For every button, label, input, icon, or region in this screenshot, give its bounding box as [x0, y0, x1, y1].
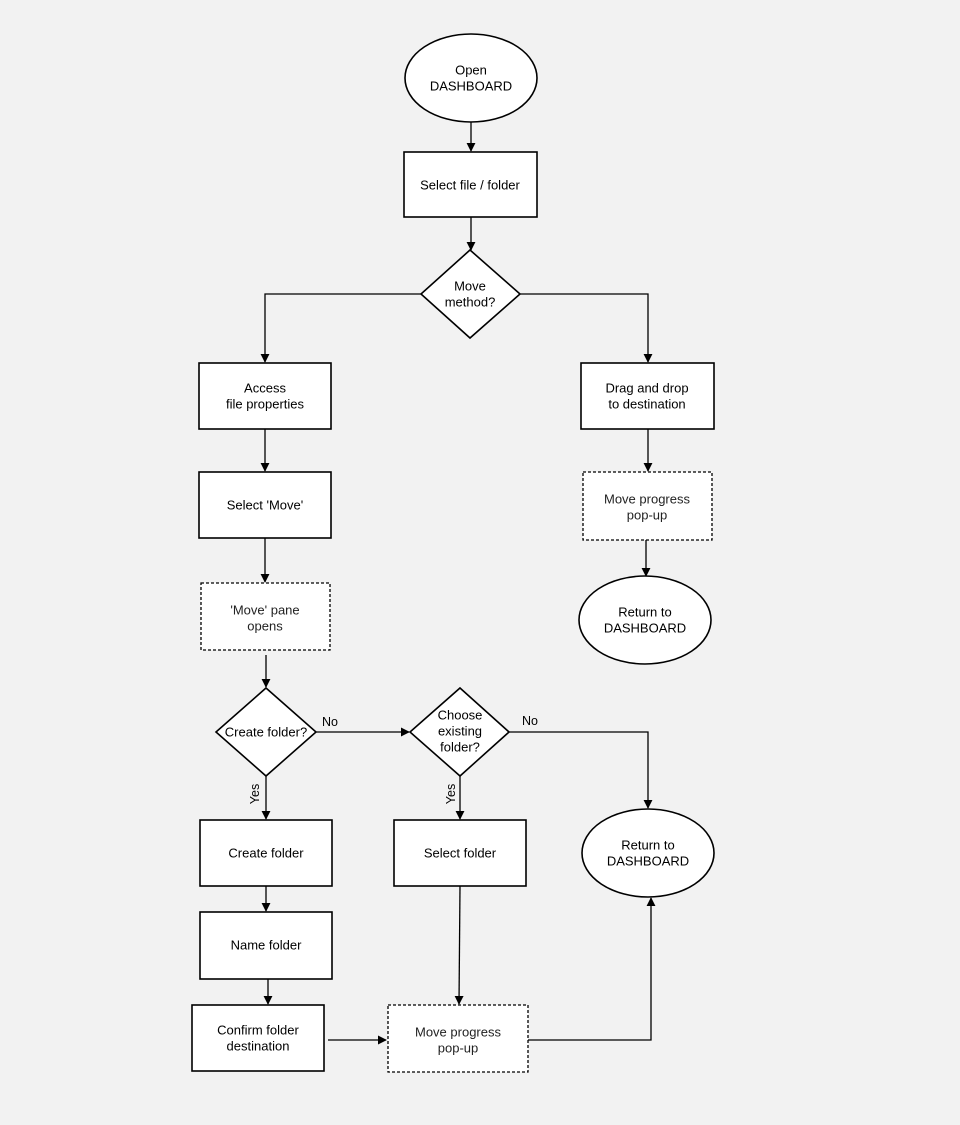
node-label-line: Confirm folder	[217, 1023, 299, 1038]
node-label-line: folder?	[440, 740, 480, 755]
edge-label-create-yes: Yes	[248, 784, 262, 804]
connector-method-to-drag	[520, 293, 653, 363]
svg-text:Name folder: Name folder	[231, 938, 302, 953]
node-label-line: opens	[247, 619, 283, 634]
node-label-line: Move progress	[415, 1025, 501, 1040]
node-label-line: Return to	[618, 605, 671, 620]
svg-text:Select folder: Select folder	[424, 846, 497, 861]
node-label-line: Move progress	[604, 492, 690, 507]
node-label-line: file properties	[226, 397, 305, 412]
node-label-line: Create folder?	[225, 725, 307, 740]
connector-chooseq-no	[509, 731, 653, 809]
node-label-line: Open	[455, 63, 487, 78]
create-folder-node: Create folder	[199, 819, 333, 887]
node-label-line: Access	[244, 381, 286, 396]
create-folder-decision: Create folder?	[214, 686, 318, 778]
select-move-node: Select 'Move'	[198, 471, 332, 539]
svg-text:Create folder: Create folder	[228, 846, 304, 861]
connectors	[260, 122, 656, 1045]
node-label-line: Choose	[438, 708, 483, 723]
node-label-line: DASHBOARD	[604, 621, 686, 636]
node-label-line: Create folder	[228, 846, 304, 861]
node-label-line: to destination	[608, 397, 685, 412]
node-label-line: pop-up	[438, 1041, 478, 1056]
node-label-line: Select file / folder	[420, 178, 520, 193]
select-file-folder-node: Select file / folder	[403, 151, 538, 218]
name-folder-node: Name folder	[199, 911, 333, 980]
svg-text:Select file / folder: Select file / folder	[420, 178, 520, 193]
node-label-line: method?	[445, 295, 496, 310]
connector-method-to-access	[260, 293, 422, 363]
node-label-line: Select folder	[424, 846, 497, 861]
node-label-line: existing	[438, 724, 482, 739]
node-label-line: DASHBOARD	[430, 79, 512, 94]
node-label-line: Return to	[621, 838, 674, 853]
node-label-line: 'Move' pane	[230, 603, 299, 618]
select-folder-node: Select folder	[393, 819, 527, 887]
connector-selectfolder-to-progress	[454, 885, 464, 1005]
connector-progress-to-return-lower	[528, 897, 656, 1041]
node-label-line: Move	[454, 279, 486, 294]
node-label-line: Drag and drop	[605, 381, 688, 396]
edge-labels: No No Yes Yes	[248, 714, 538, 804]
node-label-line: pop-up	[627, 508, 667, 523]
node-label-line: destination	[227, 1039, 290, 1054]
svg-text:Create folder?: Create folder?	[225, 725, 307, 740]
edge-label-create-no: No	[322, 715, 338, 729]
node-label-line: Select 'Move'	[227, 498, 304, 513]
node-label-line: Name folder	[231, 938, 302, 953]
node-label-line: DASHBOARD	[607, 854, 689, 869]
edge-label-choose-yes: Yes	[444, 784, 458, 804]
edge-label-choose-no: No	[522, 714, 538, 728]
svg-text:Select 'Move': Select 'Move'	[227, 498, 304, 513]
